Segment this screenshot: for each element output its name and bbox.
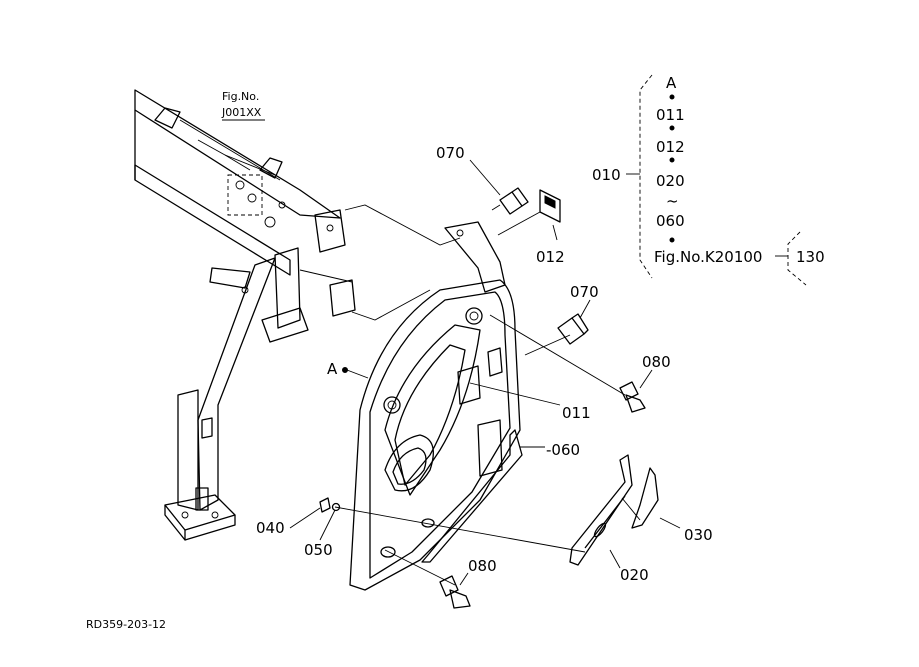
marker-a-dot (342, 367, 348, 373)
assembly-group: 010 A 011 012 020 ~ 060 Fig.No.K20100 13… (592, 74, 825, 286)
assembly-item-a: A (666, 74, 677, 92)
callout-060: -060 (546, 441, 580, 459)
part-040-050 (319, 497, 341, 513)
part-012 (539, 189, 561, 223)
part-080-bottom (439, 575, 471, 609)
panel-assembly (349, 221, 523, 591)
callout-a: A (327, 360, 338, 378)
part-030 (631, 467, 659, 529)
assembly-item-011: 011 (656, 106, 685, 124)
part-070-middle (557, 313, 589, 345)
assembly-range-mark: ~ (666, 192, 679, 210)
part-020 (569, 454, 633, 566)
fig-ref-caption: Fig.No. (222, 90, 259, 103)
fig-ref-number: J001XX (221, 106, 262, 119)
part-080-right (619, 381, 646, 413)
assembly-group-label: 010 (592, 166, 621, 184)
callout-080-bottom: 080 (468, 557, 497, 575)
callout-020: 020 (620, 566, 649, 584)
leader-lines (197, 139, 641, 586)
assembly-item-020: 020 (656, 172, 685, 190)
marker-a-leader (346, 369, 369, 379)
frame-structure (134, 89, 356, 541)
callout-030: 030 (684, 526, 713, 544)
callout-070-upper: 070 (436, 144, 465, 162)
assembly-item-060: 060 (656, 212, 685, 230)
part-070-upper (491, 187, 529, 215)
assembly-ref-part: 130 (796, 248, 825, 266)
callout-011: 011 (562, 404, 591, 422)
callout-012: 012 (536, 248, 565, 266)
drawing-code: RD359-203-12 (86, 618, 166, 631)
callout-080-right: 080 (642, 353, 671, 371)
assembly-item-012: 012 (656, 138, 685, 156)
callout-070-middle: 070 (570, 283, 599, 301)
callout-050: 050 (304, 541, 333, 559)
assembly-ref: Fig.No.K20100 (654, 248, 762, 266)
callout-040: 040 (256, 519, 285, 537)
